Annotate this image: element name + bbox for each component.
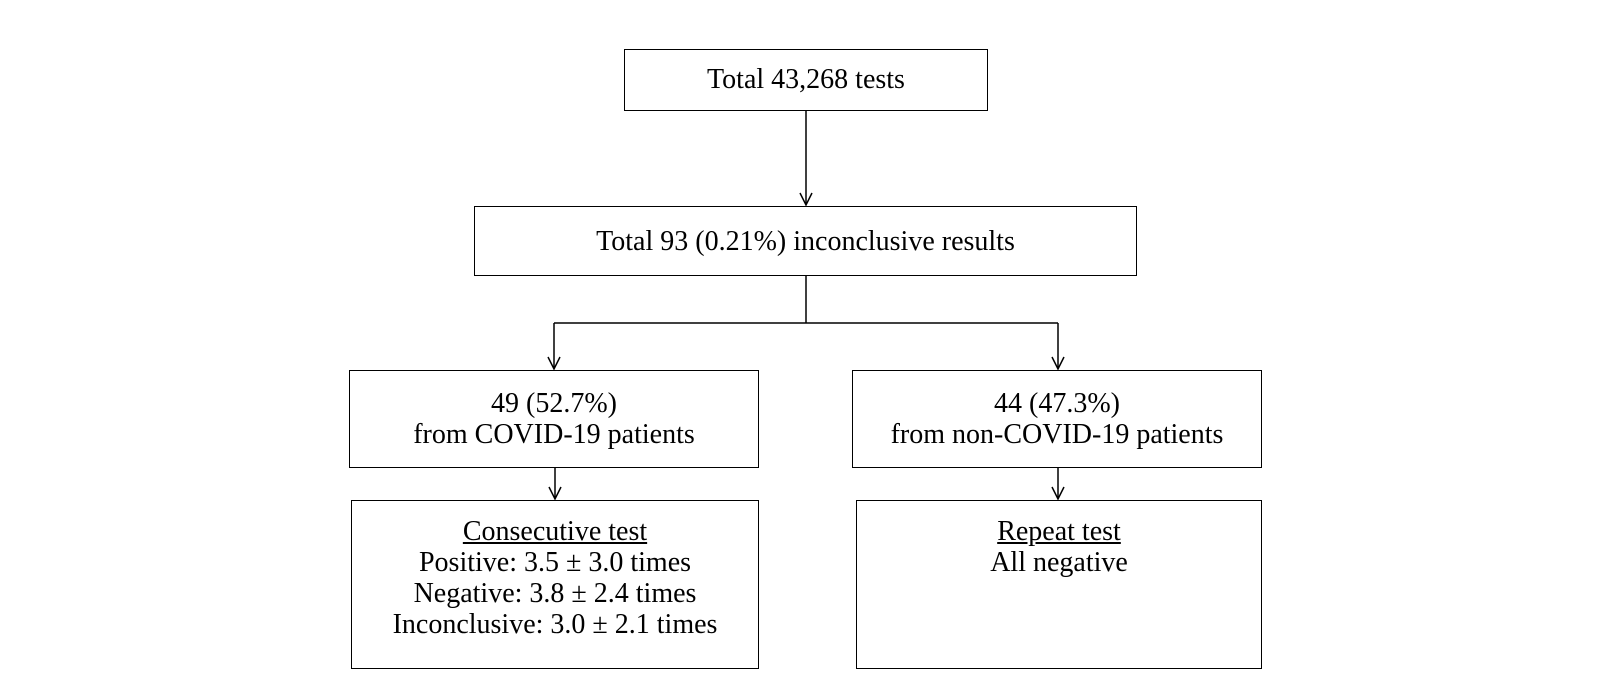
arrowhead-inconclusive [799,192,813,207]
total-tests-text: Total 43,268 tests [707,64,905,95]
covid-label-text: from COVID-19 patients [413,419,695,450]
arrowhead-noncovid [1051,356,1065,371]
arrowhead-repeat [1051,486,1065,501]
repeat-test-box: Repeat test All negative [856,500,1262,669]
repeat-result-text: All negative [990,547,1128,578]
arrowhead-covid [547,356,561,371]
non-covid-label-text: from non-COVID-19 patients [890,419,1224,450]
consecutive-positive-text: Positive: 3.5 ± 3.0 times [418,547,692,578]
consecutive-test-heading: Consecutive test [462,516,648,547]
non-covid-patients-box: 44 (47.3%) from non-COVID-19 patients [852,370,1262,468]
total-tests-box: Total 43,268 tests [624,49,988,111]
non-covid-count-text: 44 (47.3%) [994,388,1120,419]
consecutive-negative-text: Negative: 3.8 ± 2.4 times [413,578,697,609]
repeat-test-heading: Repeat test [997,516,1121,547]
arrowhead-consecutive [548,486,562,501]
covid-patients-box: 49 (52.7%) from COVID-19 patients [349,370,759,468]
covid-count-text: 49 (52.7%) [491,388,617,419]
consecutive-test-box: Consecutive test Positive: 3.5 ± 3.0 tim… [351,500,759,669]
consecutive-inconclusive-text: Inconclusive: 3.0 ± 2.1 times [392,609,718,640]
inconclusive-results-text: Total 93 (0.21%) inconclusive results [596,226,1015,257]
inconclusive-results-box: Total 93 (0.21%) inconclusive results [474,206,1137,276]
